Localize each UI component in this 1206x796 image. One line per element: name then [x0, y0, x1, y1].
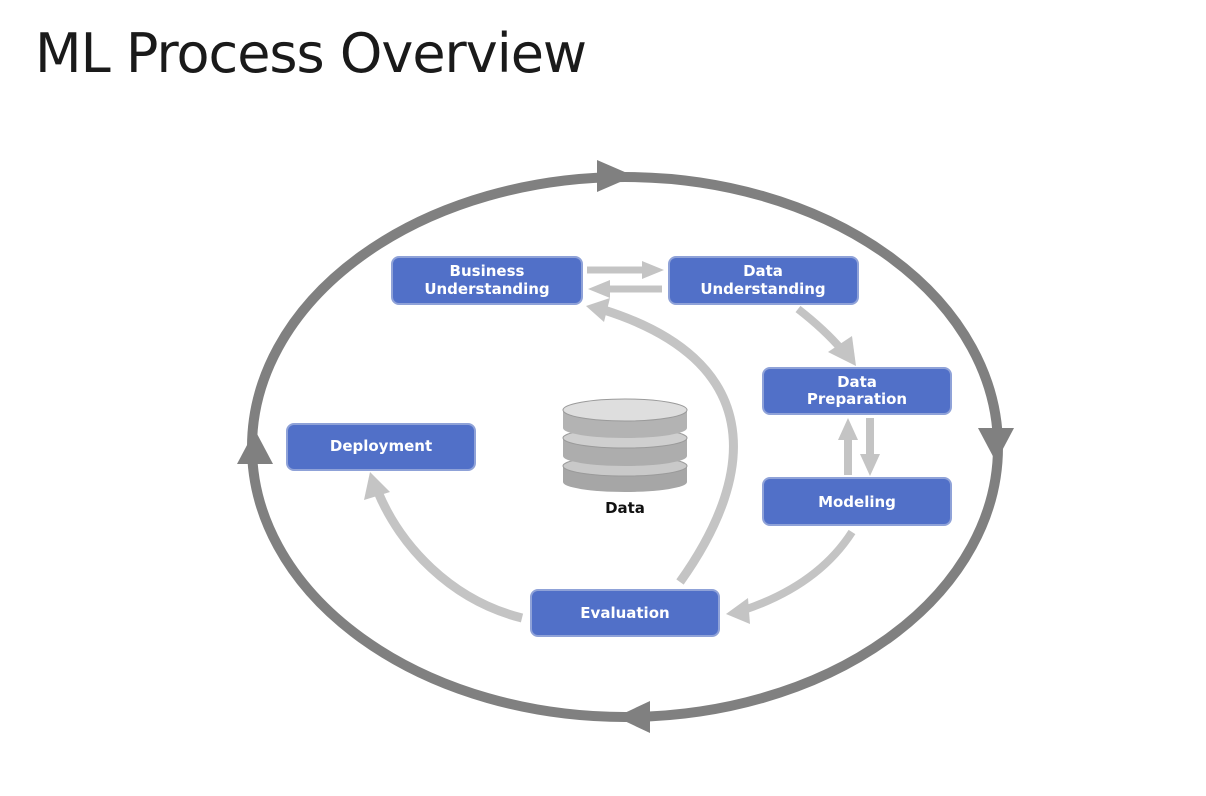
outer-cycle-arrowhead-left [237, 430, 273, 464]
node-business-understanding: Business Understanding [391, 256, 583, 305]
svg-text:Business: Business [450, 262, 525, 280]
arrow-preparation-to-modeling [860, 418, 880, 476]
node-modeling: Modeling [762, 477, 952, 526]
data-store-label: Data [605, 499, 645, 517]
outer-cycle-arrowhead-bottom [616, 701, 650, 733]
database-icon [562, 398, 688, 492]
svg-text:Evaluation: Evaluation [580, 604, 669, 622]
svg-text:Modeling: Modeling [818, 493, 896, 511]
arrow-evaluation-to-business [586, 298, 738, 585]
svg-text:Preparation: Preparation [807, 390, 907, 408]
svg-text:Data: Data [743, 262, 783, 280]
arrow-data-understanding-to-business [588, 280, 662, 298]
svg-text:Data: Data [837, 373, 877, 391]
node-data-preparation: Data Preparation [762, 367, 952, 415]
outer-cycle-arrowhead-top [597, 160, 634, 192]
arrow-business-to-data-understanding [587, 261, 664, 279]
arrow-evaluation-to-deployment [364, 472, 524, 623]
slide-title: ML Process Overview [35, 22, 587, 85]
node-deployment: Deployment [286, 423, 476, 471]
outer-cycle-arrowhead-right [978, 428, 1014, 462]
arrow-modeling-to-preparation [838, 418, 858, 475]
arrow-modeling-to-evaluation [726, 529, 856, 624]
node-evaluation: Evaluation [530, 589, 720, 637]
arrow-data-understanding-to-preparation [795, 305, 856, 366]
node-data-understanding: Data Understanding [668, 256, 859, 305]
svg-text:Understanding: Understanding [700, 280, 825, 298]
svg-text:Deployment: Deployment [330, 437, 432, 455]
svg-text:Understanding: Understanding [424, 280, 549, 298]
